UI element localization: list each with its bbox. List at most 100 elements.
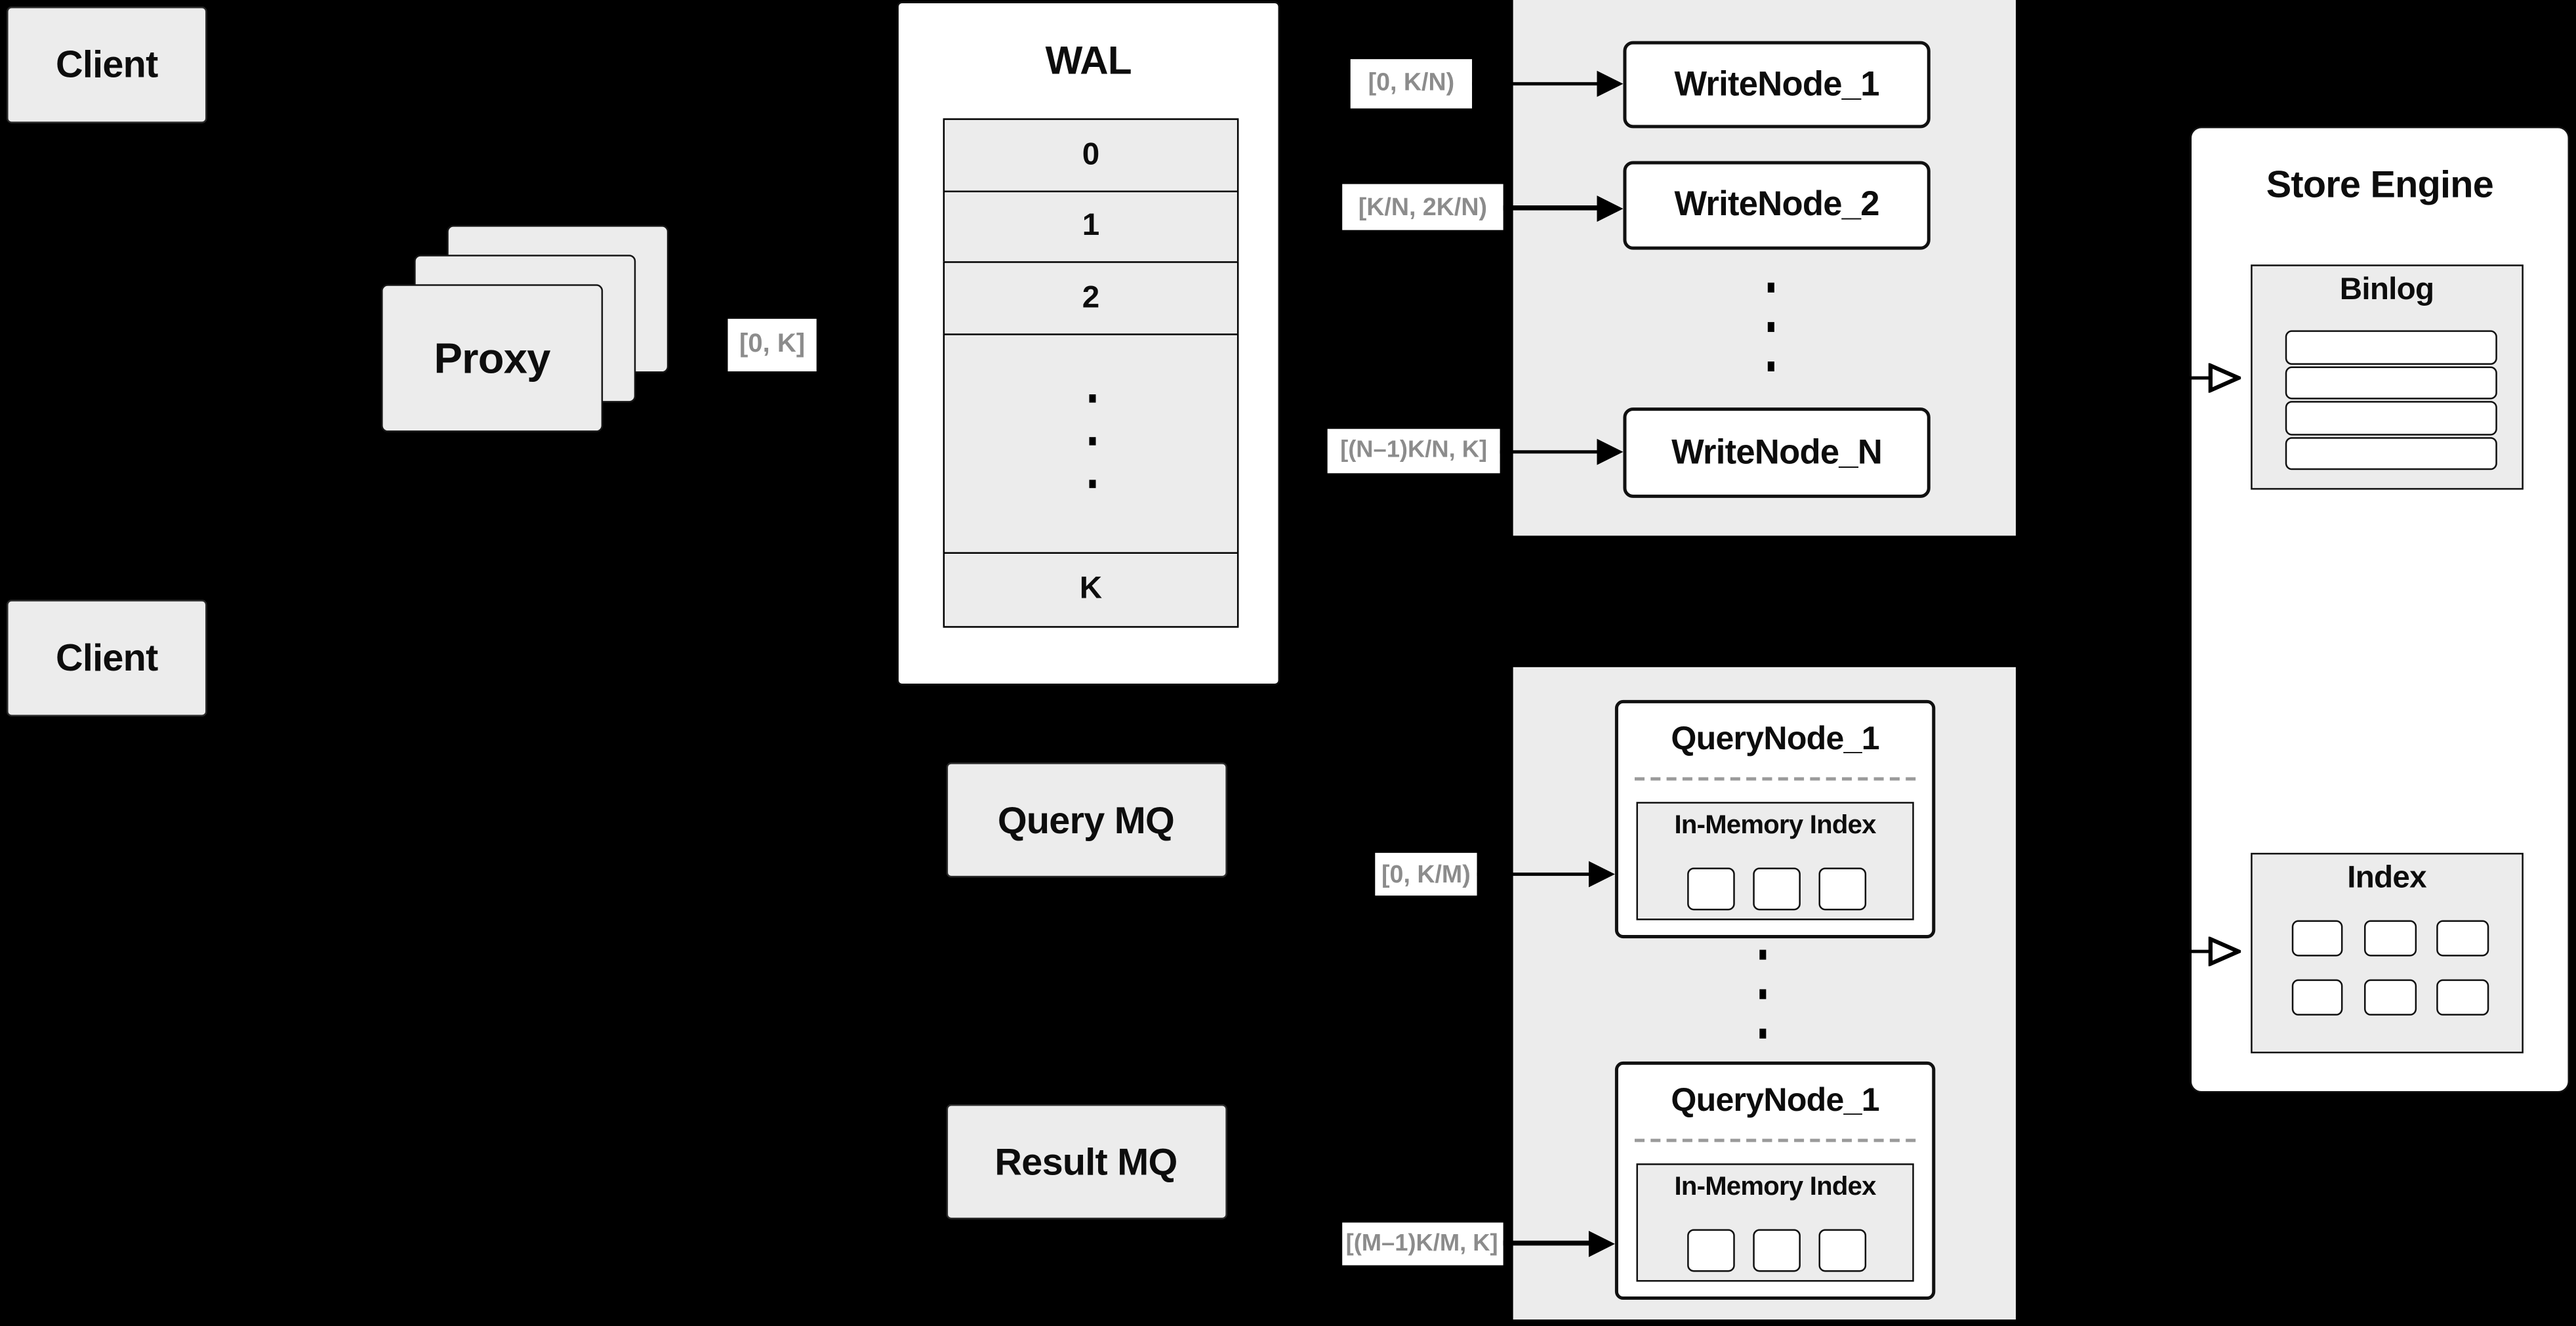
binlog-slat	[2285, 330, 2497, 364]
wal-row-ellipsis	[943, 333, 1239, 553]
query-mq-label: Query MQ	[997, 797, 1175, 841]
interval-label-write-2: [K/N, 2K/N)	[1342, 184, 1503, 230]
ellipsis-dot	[1089, 393, 1096, 403]
arrowhead-icon	[1597, 70, 1624, 97]
index-square	[2291, 920, 2344, 957]
write-node-label: WriteNode_1	[1674, 64, 1879, 103]
wal-row-label: 2	[1082, 280, 1100, 315]
interval-text: [(M–1)K/M, K]	[1345, 1230, 1498, 1256]
query-node-title: QueryNode_1	[1671, 721, 1879, 758]
binlog-slats	[2285, 330, 2497, 471]
in-memory-index-box: In-Memory Index	[1636, 1163, 1915, 1282]
wal-row-label: 1	[1082, 209, 1100, 243]
proxy-stack: Proxy	[381, 225, 670, 432]
client-box-bottom: Client	[7, 600, 207, 716]
ellipsis-dot	[1089, 436, 1096, 445]
index-square	[2291, 979, 2344, 1016]
index-row-1	[2291, 920, 2489, 957]
arrow-to-querynode-top	[1477, 861, 1615, 888]
interval-label-query-1: [0, K/M)	[1375, 852, 1477, 896]
client-label: Client	[56, 43, 158, 86]
ellipsis-dot	[1767, 361, 1774, 371]
ellipsis-dot	[1759, 989, 1767, 999]
query-node-title: QueryNode_1	[1671, 1083, 1879, 1119]
ellipsis-dot	[1759, 949, 1767, 959]
write-node-n: WriteNode_N	[1623, 407, 1931, 498]
dashed-divider	[1634, 1138, 1916, 1142]
wal-row-2: 2	[943, 261, 1239, 335]
binlog-box: Binlog	[2250, 264, 2524, 490]
ellipsis-dot	[1767, 282, 1774, 292]
in-memory-index-title: In-Memory Index	[1674, 1173, 1877, 1201]
index-square	[2363, 920, 2417, 957]
query-node-bottom: QueryNode_1 In-Memory Index	[1614, 1061, 1936, 1300]
wal-title: WAL	[1045, 39, 1132, 84]
segment-square	[1818, 1229, 1867, 1272]
in-memory-index-title: In-Memory Index	[1674, 812, 1877, 840]
interval-label-write-1: [0, K/N)	[1350, 59, 1473, 108]
ellipsis-dot	[1759, 1028, 1767, 1038]
in-memory-index-box: In-Memory Index	[1636, 802, 1915, 921]
client-box-top: Client	[7, 7, 207, 123]
arrowhead-icon	[1588, 861, 1615, 888]
index-square	[2436, 920, 2489, 957]
binlog-slat	[2285, 436, 2497, 470]
interval-text: [0, K/N)	[1368, 69, 1455, 98]
ellipsis-dot	[1089, 479, 1096, 488]
interval-text: [K/N, 2K/N)	[1358, 193, 1488, 221]
arrowhead-icon	[1597, 194, 1624, 221]
interval-text: [0, K/M)	[1381, 860, 1471, 888]
query-node-top: QueryNode_1 In-Memory Index	[1614, 699, 1936, 939]
wal-row-k: K	[943, 550, 1239, 628]
proxy-card-front: Proxy	[381, 284, 603, 432]
wal-row-0: 0	[943, 118, 1239, 193]
index-box: Index	[2250, 852, 2524, 1054]
arrow-to-index	[2135, 936, 2241, 966]
ellipsis-dot	[1767, 321, 1774, 331]
result-mq-box: Result MQ	[945, 1104, 1227, 1220]
dashed-divider	[1634, 777, 1916, 781]
write-node-2: WriteNode_2	[1623, 161, 1931, 250]
wal-panel: WAL 0 1 2 K	[897, 1, 1280, 686]
segment-row	[1638, 1229, 1915, 1272]
result-mq-label: Result MQ	[994, 1139, 1177, 1182]
store-engine-panel: Store Engine Binlog Index	[2189, 126, 2570, 1093]
interval-text: [(N–1)K/N, K]	[1340, 437, 1488, 464]
arrow-to-binlog	[2135, 363, 2241, 393]
hollow-arrowhead-icon	[2208, 936, 2241, 966]
hollow-arrowhead-icon	[2208, 363, 2241, 393]
segment-square	[1687, 867, 1735, 911]
store-engine-title: Store Engine	[2266, 162, 2494, 206]
binlog-title: Binlog	[2339, 272, 2434, 308]
interval-label-write-n: [(N–1)K/N, K]	[1327, 428, 1500, 474]
write-node-label: WriteNode_2	[1674, 186, 1879, 224]
interval-label-query-m: [(M–1)K/M, K]	[1341, 1222, 1503, 1265]
binlog-slat	[2285, 401, 2497, 435]
arrow-to-writenode-1	[1472, 70, 1624, 97]
segment-square	[1753, 1229, 1801, 1272]
index-title: Index	[2347, 860, 2426, 895]
arrow-to-writenode-n	[1500, 438, 1624, 465]
arrow-to-writenode-2	[1503, 194, 1624, 221]
segment-square	[1753, 867, 1801, 911]
index-square	[2363, 979, 2417, 1016]
wal-row-1: 1	[943, 190, 1239, 264]
segment-row	[1638, 867, 1915, 911]
index-square	[2436, 979, 2489, 1016]
wal-log-table: 0 1 2 K	[943, 118, 1239, 628]
segment-square	[1818, 867, 1867, 911]
arrowhead-icon	[1597, 438, 1624, 465]
write-node-label: WriteNode_N	[1671, 432, 1883, 471]
wal-row-label: 0	[1082, 137, 1100, 172]
arrowhead-icon	[1588, 1230, 1615, 1256]
write-node-1: WriteNode_1	[1623, 41, 1931, 129]
wal-row-label: K	[1079, 571, 1103, 606]
client-label: Client	[56, 636, 158, 679]
interval-text: [0, K]	[739, 330, 806, 358]
binlog-slat	[2285, 365, 2497, 400]
interval-label-proxy-out: [0, K]	[727, 318, 817, 372]
segment-square	[1687, 1229, 1735, 1272]
index-row-2	[2291, 979, 2489, 1016]
